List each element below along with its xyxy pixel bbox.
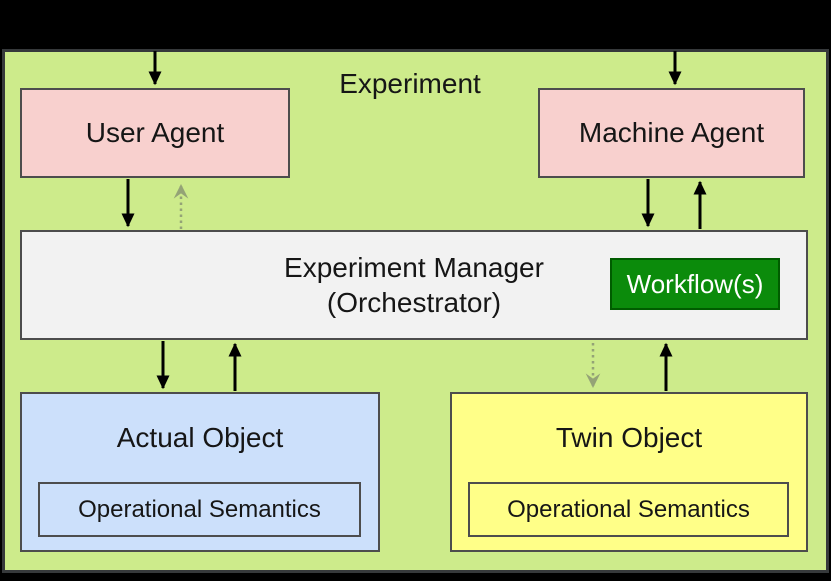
machine-agent-node: Machine Agent — [538, 88, 805, 178]
twin-object-node: Twin Object Operational Semantics — [450, 392, 808, 552]
experiment-manager-label-line2: (Orchestrator) — [326, 287, 502, 318]
actual-object-node: Actual Object Operational Semantics — [20, 392, 380, 552]
workflow-label: Workflow(s) — [626, 268, 764, 299]
workflow-node: Workflow(s) — [610, 258, 780, 310]
experiment-manager-node: Experiment Manager (Orchestrator) — [20, 230, 808, 340]
machine-agent-label: Machine Agent — [578, 117, 765, 148]
twin-operational-semantics-node: Operational Semantics — [468, 482, 789, 537]
actual-operational-semantics-label: Operational Semantics — [78, 495, 321, 523]
user-agent-label: User Agent — [85, 117, 225, 148]
actual-operational-semantics-node: Operational Semantics — [38, 482, 361, 537]
twin-object-label: Twin Object — [555, 422, 703, 453]
twin-operational-semantics-label: Operational Semantics — [507, 495, 750, 523]
user-agent-node: User Agent — [20, 88, 290, 178]
experiment-label: Experiment — [339, 68, 481, 99]
experiment-manager-label-line1: Experiment Manager — [284, 252, 544, 283]
actual-object-label: Actual Object — [116, 422, 284, 453]
